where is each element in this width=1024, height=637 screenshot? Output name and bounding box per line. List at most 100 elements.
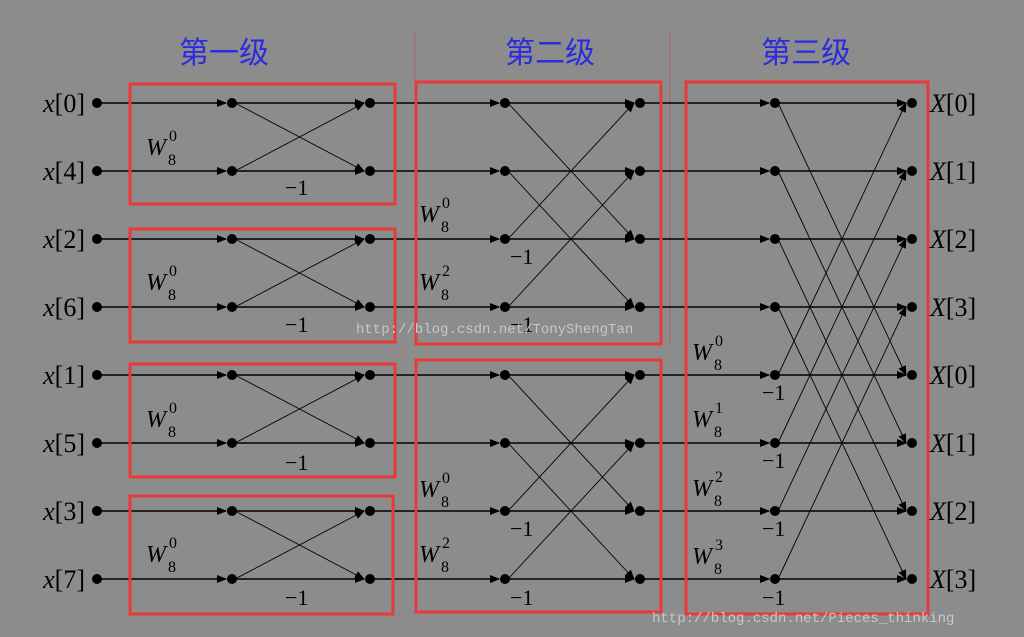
svg-text:2: 2 (442, 535, 450, 552)
node-dot (770, 98, 780, 108)
svg-text:8: 8 (441, 494, 449, 511)
node-dot (500, 98, 510, 108)
input-label: x[5] (42, 429, 85, 458)
svg-text:W: W (692, 544, 714, 570)
node-dot (227, 166, 237, 176)
stage-boxes (128, 80, 930, 616)
minus-one-label: −1 (285, 450, 308, 475)
node-dot (92, 234, 102, 244)
input-label: x[7] (42, 565, 85, 594)
svg-text:3: 3 (715, 537, 723, 554)
input-label: x[3] (42, 497, 85, 526)
svg-text:8: 8 (441, 287, 449, 304)
svg-text:2: 2 (442, 263, 450, 280)
svg-text:0: 0 (169, 128, 177, 145)
wires (92, 98, 917, 584)
minus-one-label: −1 (510, 585, 533, 610)
stage-title-3: 第三级 (761, 37, 851, 70)
stage-title-2: 第二级 (505, 37, 595, 70)
input-label: x[4] (42, 157, 85, 186)
output-label: X[3] (929, 565, 976, 594)
output-label: X[1] (929, 157, 976, 186)
node-dot (770, 234, 780, 244)
input-label: x[0] (42, 89, 85, 118)
node-dot (907, 574, 917, 584)
wire-cross (234, 510, 365, 580)
node-dot (500, 370, 510, 380)
svg-text:0: 0 (169, 263, 177, 280)
node-dot (635, 574, 645, 584)
node-dot (635, 506, 645, 516)
svg-text:0: 0 (442, 195, 450, 212)
node-dot (635, 98, 645, 108)
svg-text:W: W (692, 407, 714, 433)
output-label: X[0] (929, 89, 976, 118)
watermark-2: http://blog.csdn.net/Pieces_thinking (652, 611, 954, 627)
stage-box (128, 82, 397, 206)
svg-text:8: 8 (168, 287, 176, 304)
svg-text:8: 8 (441, 219, 449, 236)
minus-one-label: −1 (285, 312, 308, 337)
node-dot (92, 166, 102, 176)
node-dot (907, 234, 917, 244)
node-dot (92, 574, 102, 584)
svg-text:W: W (419, 542, 441, 568)
node-dot (635, 438, 645, 448)
input-label: x[1] (42, 361, 85, 390)
node-dot (92, 370, 102, 380)
node-dot (365, 438, 375, 448)
node-dot (500, 506, 510, 516)
minus-one-label: −1 (285, 175, 308, 200)
wire-cross (507, 374, 635, 512)
node-dot (907, 370, 917, 380)
node-dot (365, 302, 375, 312)
svg-text:W: W (419, 477, 441, 503)
labels: x[0]x[4]x[2]x[6]x[1]x[5]x[3]x[7]X[0]X[1]… (42, 89, 976, 610)
node-dot (365, 234, 375, 244)
output-label: X[3] (929, 293, 976, 322)
svg-text:8: 8 (714, 493, 722, 510)
node-dot (227, 506, 237, 516)
stage-box (128, 362, 397, 479)
node-dot (227, 370, 237, 380)
svg-text:0: 0 (715, 333, 723, 350)
node-dot (770, 574, 780, 584)
svg-text:8: 8 (168, 152, 176, 169)
node-dot (635, 302, 645, 312)
output-label: X[0] (929, 361, 976, 390)
minus-one-label: −1 (762, 516, 785, 541)
node-dot (907, 438, 917, 448)
node-dot (770, 506, 780, 516)
node-dot (365, 574, 375, 584)
minus-one-label: −1 (762, 585, 785, 610)
node-dot (227, 302, 237, 312)
svg-text:0: 0 (169, 535, 177, 552)
stage-box (414, 358, 663, 614)
svg-text:8: 8 (168, 559, 176, 576)
node-dot (92, 98, 102, 108)
wire-cross (507, 102, 635, 240)
node-dot (770, 166, 780, 176)
wire-cross (234, 374, 365, 444)
wire-cross (777, 102, 907, 376)
node-dot (365, 370, 375, 380)
node-dot (92, 438, 102, 448)
node-dot (635, 234, 645, 244)
node-dot (770, 370, 780, 380)
svg-text:W: W (146, 542, 168, 568)
wire-cross (507, 442, 635, 580)
node-dot (227, 98, 237, 108)
svg-text:2: 2 (715, 469, 723, 486)
node-dot (770, 438, 780, 448)
wire-cross (507, 170, 635, 308)
svg-text:8: 8 (168, 424, 176, 441)
minus-one-label: −1 (285, 585, 308, 610)
wire-cross (234, 102, 365, 172)
